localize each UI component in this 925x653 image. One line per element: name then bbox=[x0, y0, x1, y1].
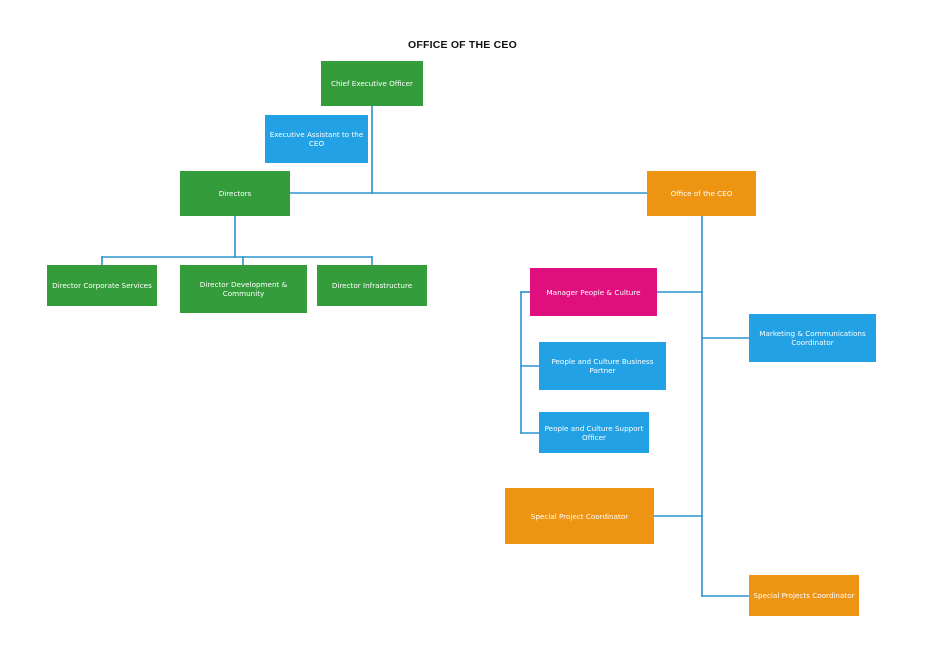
director-development-community-box: Director Development & Community bbox=[180, 265, 307, 313]
pc-support-officer-box: People and Culture Support Officer bbox=[539, 412, 649, 453]
office-of-ceo-box: Office of the CEO bbox=[647, 171, 756, 216]
special-project-coordinator-box: Special Project Coordinator bbox=[505, 488, 654, 544]
directors-box: Directors bbox=[180, 171, 290, 216]
director-corporate-services-box: Director Corporate Services bbox=[47, 265, 157, 306]
ceo-box: Chief Executive Officer bbox=[321, 61, 423, 106]
marketing-communications-box: Marketing & Communications Coordinator bbox=[749, 314, 876, 362]
executive-assistant-box: Executive Assistant to the CEO bbox=[265, 115, 368, 163]
page-title: OFFICE OF THE CEO bbox=[408, 39, 517, 51]
special-projects-coordinator-box: Special Projects Coordinator bbox=[749, 575, 859, 616]
pc-business-partner-box: People and Culture Business Partner bbox=[539, 342, 666, 390]
director-infrastructure-box: Director Infrastructure bbox=[317, 265, 427, 306]
manager-people-culture-box: Manager People & Culture bbox=[530, 268, 657, 316]
